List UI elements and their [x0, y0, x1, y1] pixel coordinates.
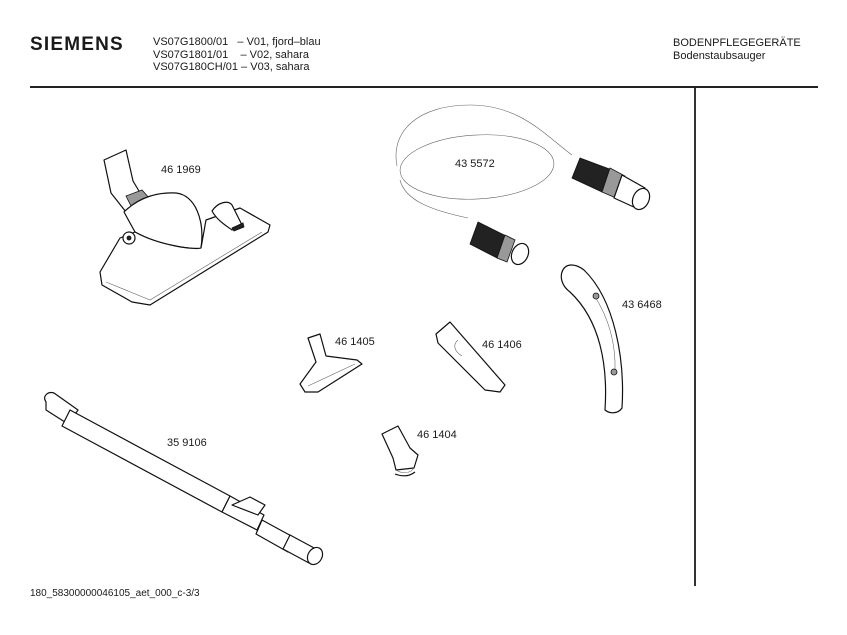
- model-list: VS07G1800/01 – V01, fjord–blau VS07G1801…: [153, 36, 321, 74]
- category-subtitle: Bodenstaubsauger: [673, 49, 766, 62]
- vertical-divider: [694, 88, 696, 586]
- category-block: BODENPFLEGEGERÄTE Bodenstaubsauger: [673, 37, 801, 62]
- category-title: BODENPFLEGEGERÄTE: [673, 37, 801, 49]
- header-divider: [30, 86, 818, 88]
- telescopic-tube-drawing[interactable]: [44, 391, 326, 568]
- model-line: VS07G1800/01 – V01, fjord–blau: [153, 36, 321, 48]
- part-number-43-6468: 43 6468: [622, 299, 662, 311]
- upholstery-nozzle-drawing[interactable]: [299, 333, 363, 393]
- part-number-46-1404: 46 1404: [417, 429, 457, 441]
- floor-nozzle-drawing[interactable]: [99, 149, 271, 306]
- part-number-46-1405: 46 1405: [335, 336, 375, 348]
- part-number-35-9106: 35 9106: [167, 437, 207, 449]
- part-number-46-1969: 46 1969: [161, 164, 201, 176]
- part-number-46-1406: 46 1406: [482, 339, 522, 351]
- crevice-nozzle-drawing[interactable]: [435, 321, 506, 393]
- part-number-43-5572: 43 5572: [455, 158, 495, 170]
- model-line: VS07G1801/01 – V02, sahara: [153, 48, 309, 61]
- brand-logo: SIEMENS: [30, 34, 124, 55]
- document-code: 180_58300000046105_aet_000_c-3/3: [30, 588, 200, 599]
- hose-drawing[interactable]: [395, 104, 653, 267]
- handle-drawing[interactable]: [560, 264, 624, 414]
- model-line: VS07G180CH/01 – V03, sahara: [153, 61, 310, 73]
- small-nozzle-drawing[interactable]: [381, 425, 419, 477]
